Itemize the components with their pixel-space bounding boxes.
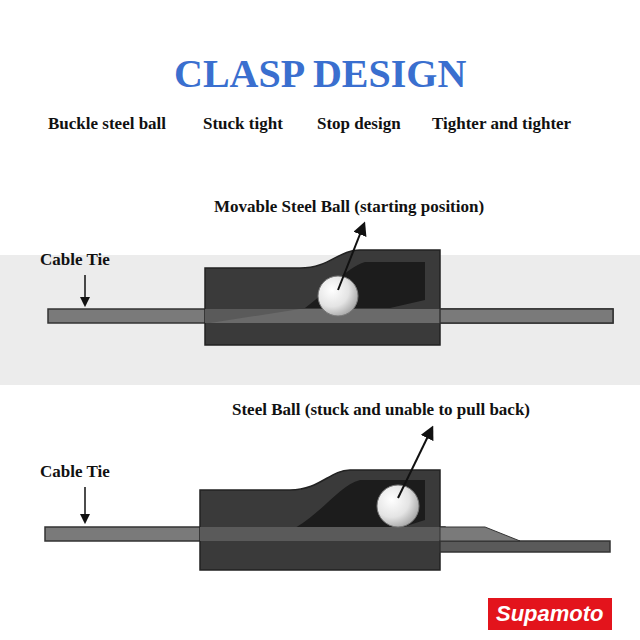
- locking-tongue: [440, 541, 610, 552]
- callout-label: Movable Steel Ball (starting position): [214, 197, 484, 217]
- ball-cavity: [295, 480, 425, 528]
- callout-label: Steel Ball (stuck and unable to pull bac…: [232, 400, 530, 420]
- leader-arrow: [338, 224, 364, 290]
- brand-text: Supamoto: [496, 600, 604, 628]
- leader-arrow: [84, 275, 86, 305]
- feature-word: Buckle steel ball: [48, 114, 166, 134]
- clasp-housing: [205, 250, 440, 345]
- cable-tie-tip: [440, 527, 520, 541]
- title: CLASP DESIGN: [174, 50, 466, 97]
- feature-word: Stop design: [317, 114, 401, 134]
- leader-arrow: [84, 487, 86, 522]
- brand-logo: Supamoto: [488, 598, 612, 630]
- feature-word: Tighter and tighter: [432, 114, 571, 134]
- cable-tie-strip: [45, 527, 445, 541]
- cable-tie-exit: [440, 309, 613, 323]
- steel-ball: [318, 276, 358, 316]
- spacer: [440, 528, 610, 541]
- cable-tie-inside: [200, 527, 440, 541]
- leader-arrow: [398, 428, 432, 498]
- part-label: Cable Tie: [40, 250, 110, 270]
- part-label: Cable Tie: [40, 462, 110, 482]
- steel-ball: [377, 485, 419, 527]
- feature-word: Stuck tight: [203, 114, 283, 134]
- cable-tie-inside: [205, 309, 440, 323]
